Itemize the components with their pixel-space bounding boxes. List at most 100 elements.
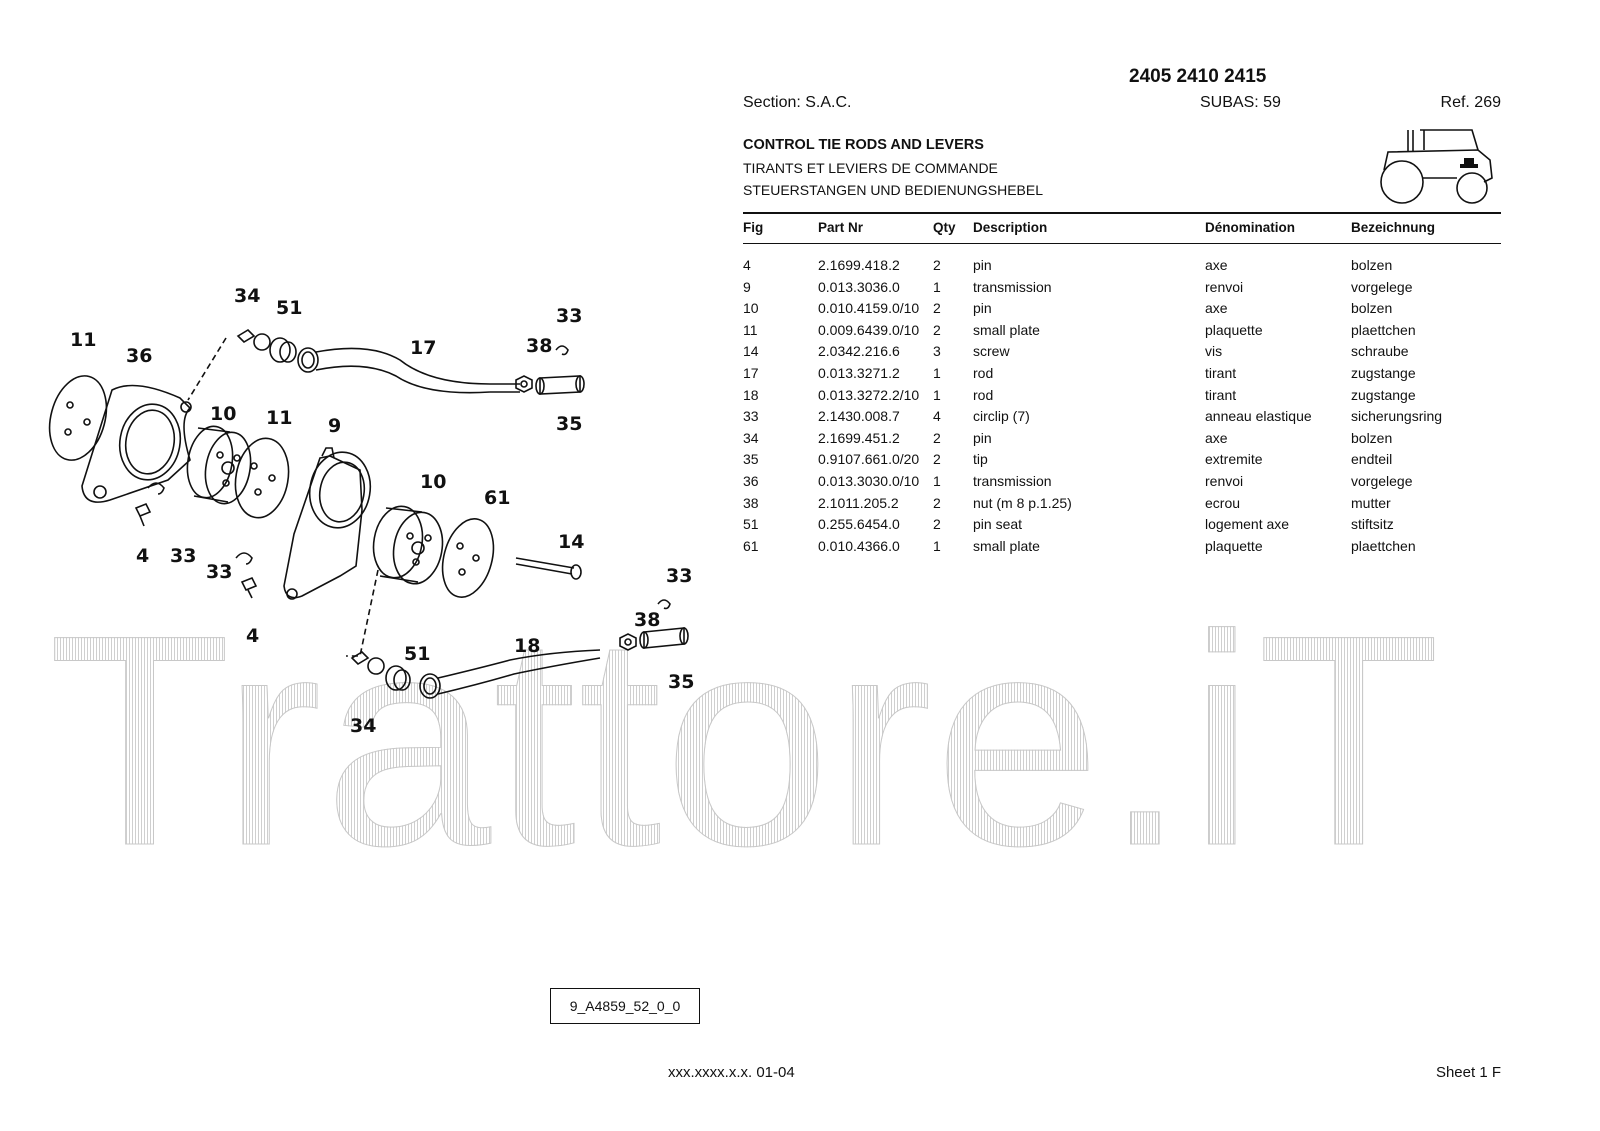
title-english: CONTROL TIE RODS AND LEVERS <box>743 137 984 153</box>
callout-14: 14 <box>558 531 584 553</box>
cell-part-nr: 0.010.4366.0 <box>818 537 900 554</box>
callout-33: 33 <box>206 561 232 583</box>
drawing-code: 9_A4859_52_0_0 <box>550 988 700 1024</box>
exploded-parts-diagram: 11 36 34 51 17 38 33 35 10 11 9 4 33 33 … <box>48 285 694 737</box>
footer-code: xxx.xxxx.x.x. 01-04 <box>668 1064 795 1081</box>
table-row: 38 2.1011.205.2 2 nut (m 8 p.1.25) ecrou mutt… <box>743 495 1501 517</box>
cell-description: transmission <box>973 278 1052 295</box>
cell-qty: 4 <box>933 408 941 425</box>
callout-4: 4 <box>246 625 259 647</box>
table-header: Fig Part Nr Qty Description Dénomination… <box>743 220 1501 240</box>
cell-part-nr: 2.1011.205.2 <box>818 494 899 511</box>
cell-fig: 51 <box>743 516 759 533</box>
cell-description: pin <box>973 257 992 273</box>
callout-34: 34 <box>350 715 376 737</box>
section-label: Section: S.A.C. <box>743 94 852 111</box>
cell-denomination: axe <box>1205 300 1228 317</box>
cell-qty: 1 <box>933 472 941 489</box>
callout-33: 33 <box>170 545 196 567</box>
cell-fig: 33 <box>743 408 759 425</box>
subas-label: SUBAS: 59 <box>1200 94 1281 111</box>
cell-description: tip <box>973 451 988 468</box>
tractor-silhouette-icon <box>1380 129 1493 204</box>
diagram-linework <box>48 328 689 699</box>
cell-description: pin <box>973 300 992 317</box>
callout-17: 17 <box>410 337 436 359</box>
callout-9: 9 <box>328 415 341 437</box>
callout-33: 33 <box>666 565 692 587</box>
cell-part-nr: 0.009.6439.0/10 <box>818 321 920 338</box>
cell-fig: 35 <box>743 451 759 468</box>
cell-part-nr: 0.255.6454.0 <box>818 516 900 533</box>
callout-35: 35 <box>668 671 694 693</box>
header-fig: Fig <box>743 220 764 235</box>
cell-bezeichnung: bolzen <box>1351 257 1393 273</box>
cell-denomination: tirant <box>1205 364 1237 381</box>
callout-4: 4 <box>136 545 149 567</box>
cell-qty: 2 <box>933 494 941 511</box>
cell-fig: 61 <box>743 537 759 554</box>
callout-34: 34 <box>234 285 260 307</box>
cell-part-nr: 2.1699.418.2 <box>818 257 900 273</box>
cell-description: rod <box>973 386 994 403</box>
cell-fig: 14 <box>743 343 759 360</box>
callout-11: 11 <box>70 329 96 351</box>
cell-qty: 2 <box>933 300 941 317</box>
cell-denomination: ecrou <box>1205 494 1241 511</box>
callout-18: 18 <box>514 635 540 657</box>
cell-part-nr: 0.013.3036.0 <box>818 278 900 295</box>
header-part-nr: Part Nr <box>818 220 864 235</box>
cell-denomination: tirant <box>1205 386 1237 403</box>
cell-qty: 1 <box>933 537 941 554</box>
cell-qty: 1 <box>933 364 941 381</box>
diagram-callouts: 11 36 34 51 17 38 33 35 10 11 9 4 33 33 … <box>70 285 694 737</box>
cell-bezeichnung: schraube <box>1351 343 1409 360</box>
title-french: TIRANTS ET LEVIERS DE COMMANDE <box>743 160 998 176</box>
callout-61: 61 <box>484 487 510 509</box>
cell-description: small plate <box>973 321 1040 338</box>
cell-part-nr: 2.0342.216.6 <box>818 343 900 360</box>
cell-bezeichnung: vorgelege <box>1351 278 1413 295</box>
cell-qty: 2 <box>933 429 941 446</box>
cell-bezeichnung: mutter <box>1351 494 1391 511</box>
header-description: Description <box>973 220 1048 235</box>
cell-fig: 18 <box>743 386 759 403</box>
cell-description: nut (m 8 p.1.25) <box>973 494 1072 511</box>
cell-description: rod <box>973 364 994 381</box>
cell-bezeichnung: endteil <box>1351 451 1393 468</box>
cell-qty: 2 <box>933 516 941 533</box>
callout-33: 33 <box>556 305 582 327</box>
cell-part-nr: 0.013.3030.0/10 <box>818 472 920 489</box>
callout-51: 51 <box>404 643 430 665</box>
cell-bezeichnung: zugstange <box>1351 386 1416 403</box>
cell-description: pin seat <box>973 516 1023 533</box>
cell-fig: 38 <box>743 494 759 511</box>
table-top-rule <box>743 212 1501 214</box>
cell-description: circlip (7) <box>973 408 1030 425</box>
table-header-rule <box>743 243 1501 244</box>
cell-bezeichnung: plaettchen <box>1351 537 1416 554</box>
cell-fig: 17 <box>743 364 759 381</box>
cell-bezeichnung: zugstange <box>1351 364 1416 381</box>
header-qty: Qty <box>933 220 956 235</box>
cell-fig: 11 <box>743 321 758 338</box>
cell-denomination: plaquette <box>1205 537 1263 554</box>
cell-qty: 2 <box>933 321 941 338</box>
callout-36: 36 <box>126 345 152 367</box>
callout-10: 10 <box>210 403 236 425</box>
cell-denomination: logement axe <box>1205 516 1290 533</box>
title-german: STEUERSTANGEN UND BEDIENUNGSHEBEL <box>743 182 1044 198</box>
cell-description: transmission <box>973 472 1052 489</box>
cell-part-nr: 0.013.3271.2 <box>818 364 900 381</box>
cell-denomination: vis <box>1205 343 1223 360</box>
cell-fig: 9 <box>743 278 751 295</box>
cell-description: small plate <box>973 537 1040 554</box>
sheet-number: Sheet 1 F <box>1435 1064 1501 1081</box>
cell-qty: 2 <box>933 257 941 273</box>
cell-description: pin <box>973 429 992 446</box>
